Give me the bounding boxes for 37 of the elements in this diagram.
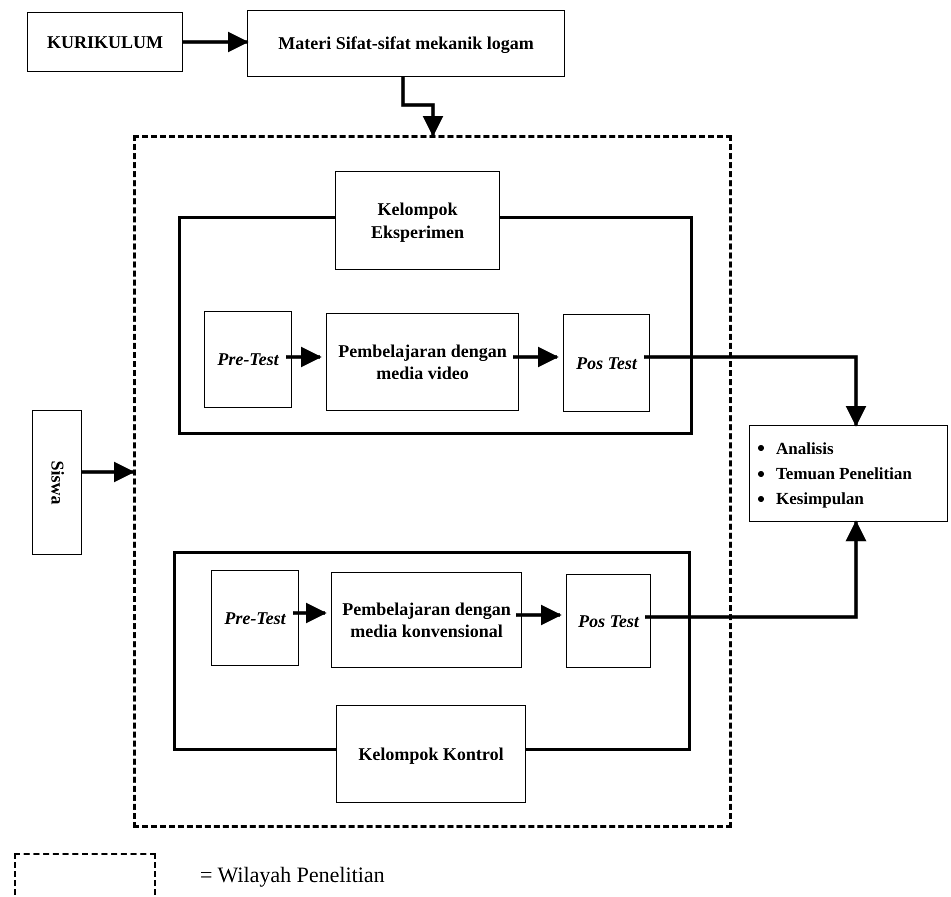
process-box (27, 12, 183, 72)
process-box (563, 314, 650, 412)
list-item: Kesimpulan (776, 488, 864, 510)
arrow (644, 355, 866, 427)
node-label: Pre-Test (217, 348, 279, 371)
legend-label: = Wilayah Penelitian (200, 860, 385, 889)
arrow (82, 462, 135, 482)
arrow (513, 346, 559, 368)
node-label: Kelompok Eksperimen (370, 198, 465, 243)
process-box (566, 574, 651, 668)
list-item: Temuan Penelitian (776, 462, 912, 484)
process-box (204, 311, 292, 408)
node-label: Siswa (46, 460, 68, 504)
process-box (247, 10, 565, 77)
node-label: Pre-Test (224, 606, 286, 630)
list-item: Analisis (776, 438, 834, 459)
node-label: KURIKULUM (47, 30, 163, 54)
node-label: Pos Test (578, 610, 639, 632)
process-box (749, 425, 948, 522)
node-label: Pos Test (576, 352, 637, 374)
node-label: Pembelajaran dengan media konvensional (341, 598, 512, 642)
node-label: Kelompok Kontrol (358, 742, 504, 766)
process-box (336, 705, 526, 803)
arrow (183, 32, 249, 52)
arrow (401, 77, 444, 137)
process-box (331, 572, 522, 668)
arrow (645, 520, 866, 619)
node-label: Pembelajaran dengan media video (337, 340, 508, 384)
arrow (293, 602, 327, 624)
process-box (326, 313, 519, 411)
node-label: Materi Sifat-sifat mekanik logam (278, 32, 534, 55)
process-box (335, 171, 500, 270)
arrow (286, 346, 322, 368)
process-box (32, 410, 82, 555)
process-box (211, 570, 299, 666)
arrow (516, 604, 562, 626)
dashed-region (133, 135, 732, 828)
